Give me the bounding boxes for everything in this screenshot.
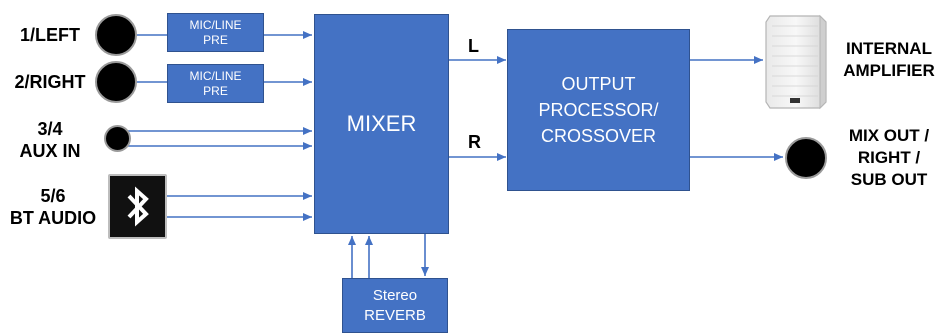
processor-line2: PROCESSOR/	[538, 100, 659, 120]
input-label-ch2: 2/RIGHT	[13, 71, 87, 93]
speaker-icon	[765, 14, 827, 110]
jack-aux	[104, 125, 131, 152]
channel-label-left: L	[468, 36, 479, 57]
jack-ch2	[95, 61, 137, 103]
mixer-label: MIXER	[346, 111, 417, 136]
processor-line1: OUTPUT	[561, 74, 636, 94]
input-label-ch1: 1/LEFT	[18, 24, 82, 46]
jack-mix-out	[785, 137, 827, 179]
input-label-bt-line2: BT AUDIO	[9, 208, 97, 228]
reverb-block: Stereo REVERB	[342, 278, 448, 333]
amp-label-line2: AMPLIFIER	[843, 61, 935, 80]
input-label-aux-line2: AUX IN	[19, 141, 81, 161]
channel-right-text: R	[468, 132, 481, 152]
output-processor-block: OUTPUT PROCESSOR/ CROSSOVER	[507, 29, 690, 191]
bluetooth-tile	[108, 174, 167, 239]
output-label-mix-out: MIX OUT / RIGHT / SUB OUT	[838, 125, 940, 191]
amp-label-line1: INTERNAL	[846, 39, 932, 58]
mix-out-label-line2: RIGHT /	[857, 148, 921, 167]
output-label-amplifier: INTERNAL AMPLIFIER	[838, 38, 940, 82]
preamp-2-line2: PRE	[203, 83, 228, 98]
channel-label-right: R	[468, 132, 481, 153]
input-label-bt: 5/6 BT AUDIO	[8, 185, 98, 229]
preamp-box-2: MIC/LINE PRE	[167, 64, 264, 103]
input-label-ch1-text: 1/LEFT	[19, 25, 80, 45]
bluetooth-icon	[127, 186, 149, 227]
input-label-bt-line1: 5/6	[40, 186, 66, 206]
reverb-line2: REVERB	[364, 306, 426, 324]
processor-line3: CROSSOVER	[540, 126, 657, 146]
preamp-1-line1: MIC/LINE	[189, 17, 242, 32]
mix-out-label-line1: MIX OUT /	[848, 126, 930, 145]
channel-left-text: L	[468, 36, 479, 56]
mix-out-label-line3: SUB OUT	[850, 170, 928, 189]
preamp-1-line2: PRE	[203, 32, 228, 47]
reverb-line1: Stereo	[372, 286, 418, 304]
input-label-ch2-text: 2/RIGHT	[14, 72, 86, 92]
preamp-box-1: MIC/LINE PRE	[167, 13, 264, 52]
preamp-2-line1: MIC/LINE	[189, 68, 242, 83]
mixer-block: MIXER	[314, 14, 449, 234]
input-label-aux: 3/4 AUX IN	[14, 118, 86, 162]
jack-ch1	[95, 14, 137, 56]
input-label-aux-line1: 3/4	[37, 119, 63, 139]
